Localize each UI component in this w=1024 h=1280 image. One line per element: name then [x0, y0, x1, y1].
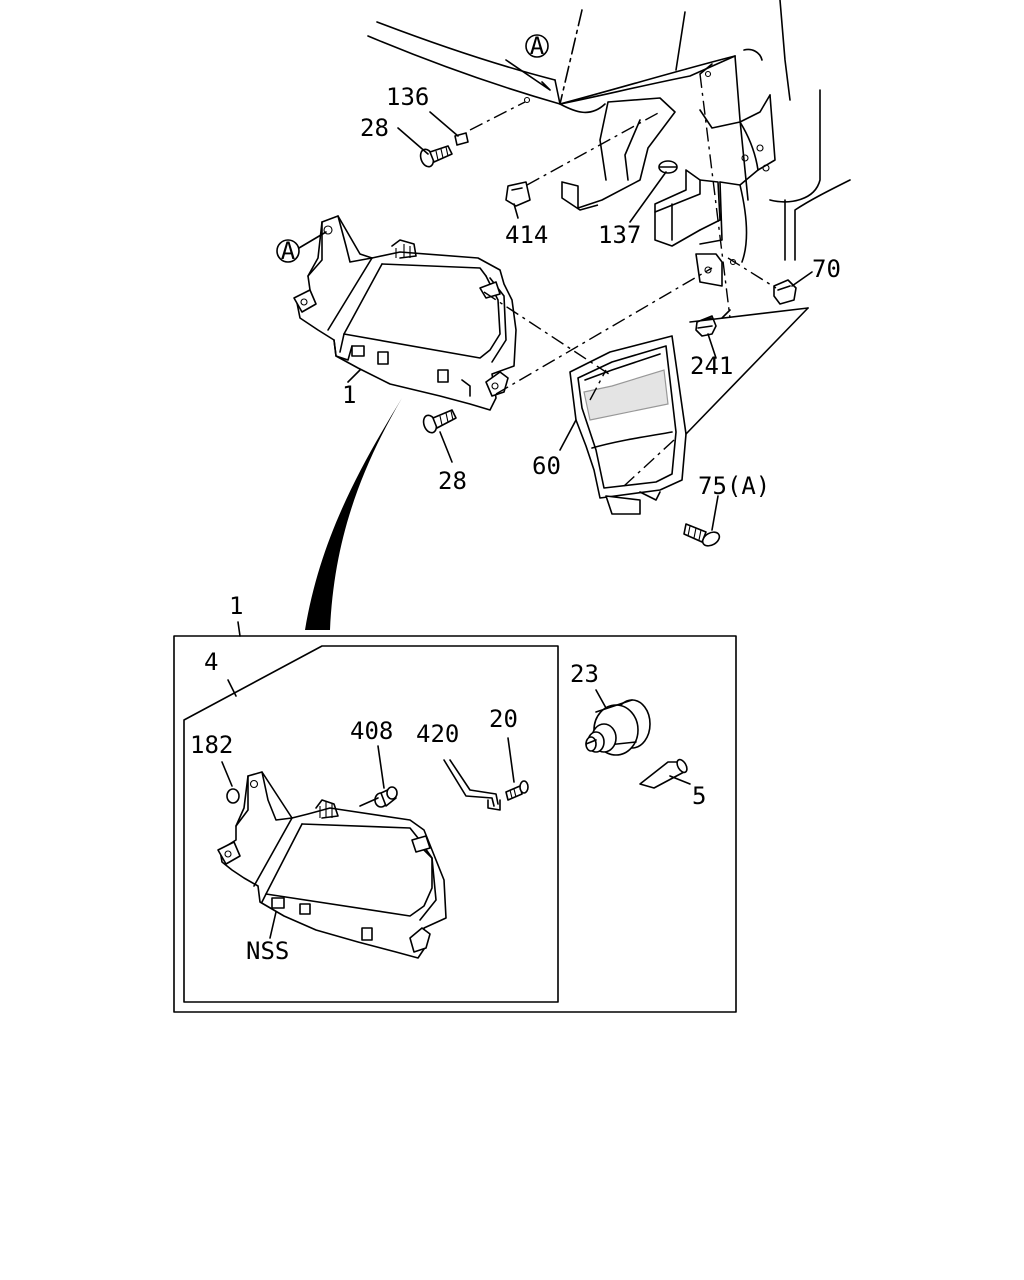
detail-box	[173, 621, 737, 1013]
callout-28-bottom: 28	[438, 467, 467, 495]
part-182-ring	[226, 788, 240, 804]
part-4-lamp-housing	[217, 771, 447, 959]
reference-a-lamp: A	[276, 231, 327, 265]
callout-20: 20	[489, 705, 518, 733]
part-414-clip	[505, 181, 531, 207]
mounting-brackets	[561, 97, 723, 287]
callout-28-top: 28	[360, 114, 389, 142]
part-75a-bolt	[683, 523, 721, 547]
callout-leaders-top	[347, 59, 813, 531]
part-28-bolt-top	[419, 145, 453, 168]
callout-136: 136	[386, 83, 429, 111]
callout-23: 23	[570, 660, 599, 688]
callout-75a: 75(A)	[698, 472, 770, 500]
callout-1-detail: 1	[229, 592, 243, 620]
callout-leaders-detail	[221, 689, 691, 939]
callout-1-top: 1	[342, 381, 356, 409]
part-23-bulb-socket	[585, 699, 651, 756]
part-408-socket	[359, 786, 398, 808]
part-60-cover	[569, 335, 687, 515]
callout-241: 241	[690, 352, 733, 380]
part-5-bulb	[639, 758, 688, 789]
callout-137: 137	[598, 221, 641, 249]
assembly-center-lines	[469, 63, 777, 487]
detail-pointer-arrow	[305, 398, 402, 630]
cab-body-panel	[367, 0, 851, 263]
callout-70: 70	[812, 255, 841, 283]
part-137-clip	[658, 160, 678, 174]
ref-a-label-top: A	[530, 32, 545, 60]
callout-414: 414	[505, 221, 548, 249]
ref-a-label-lamp: A	[281, 237, 296, 265]
part-70-nut	[773, 279, 797, 305]
reference-a-top: A	[525, 32, 549, 60]
callout-60: 60	[532, 452, 561, 480]
callout-4: 4	[204, 648, 218, 676]
callout-5: 5	[692, 782, 706, 810]
part-1-lamp-assembly	[293, 215, 517, 411]
part-20-screw	[505, 780, 529, 801]
callout-408: 408	[350, 717, 393, 745]
part-28-bolt-bottom	[422, 409, 457, 434]
part-420-bracket	[443, 759, 501, 811]
callout-182: 182	[190, 731, 233, 759]
callout-420: 420	[416, 720, 459, 748]
callout-nss: NSS	[246, 937, 289, 965]
